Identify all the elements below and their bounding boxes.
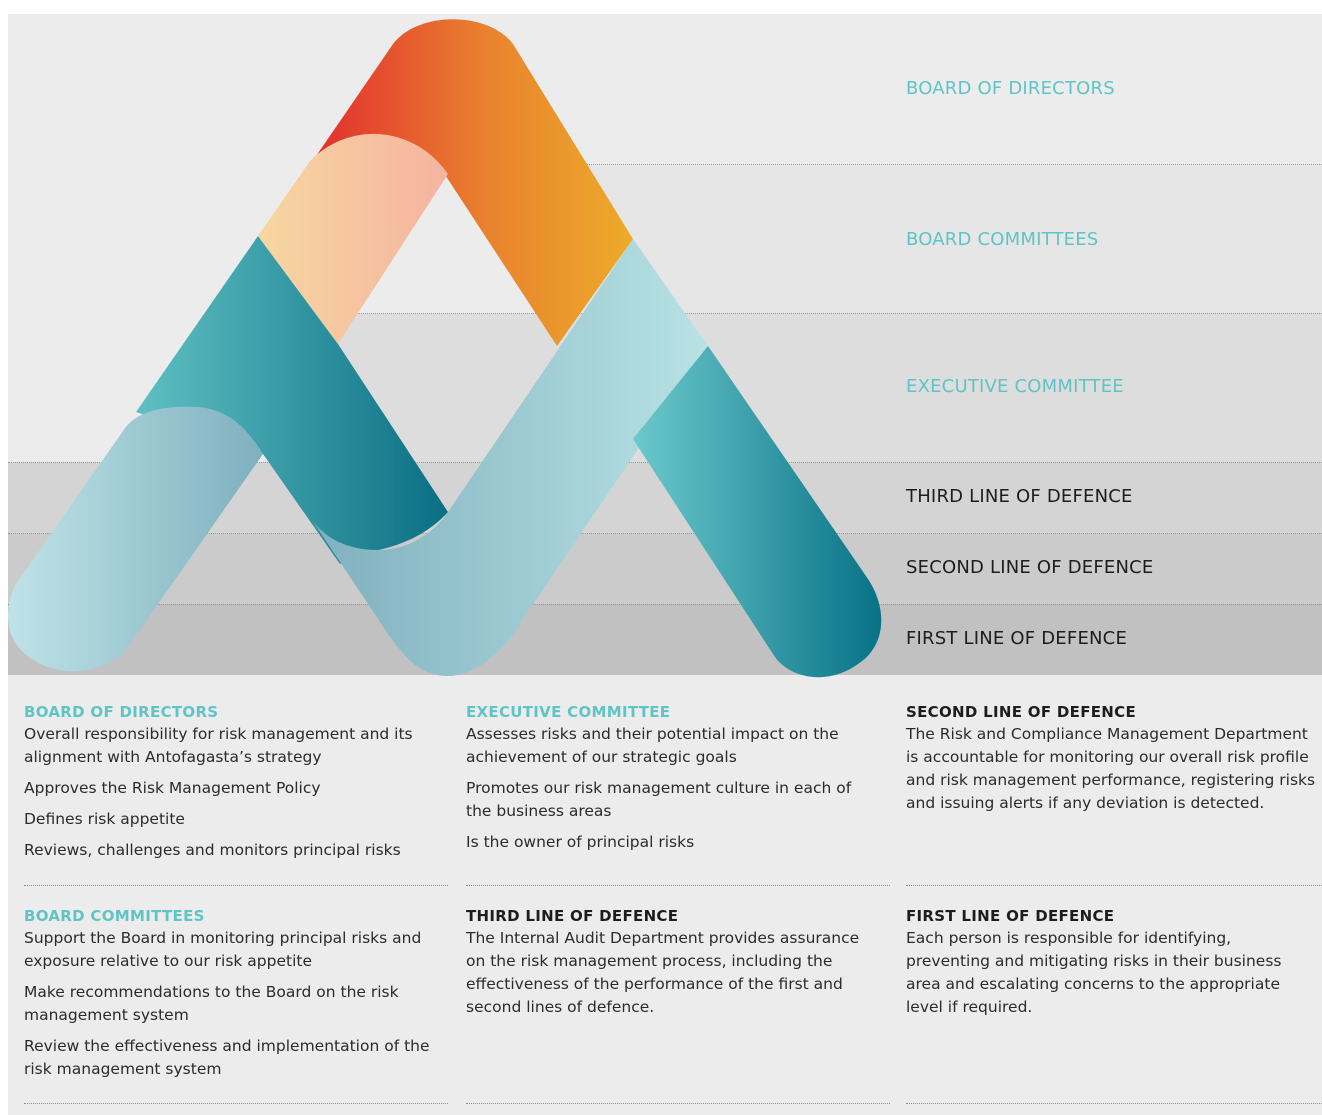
executive-committee-item: Promotes our risk management culture in …: [466, 779, 852, 820]
tier-divider: [338, 313, 1322, 314]
tier-label-board-committees: BOARD COMMITTEES: [906, 229, 1099, 250]
antofagasta-logo-mark: [8, 19, 882, 678]
board-committees-item: Review the effectiveness and implementat…: [24, 1037, 430, 1078]
logo-stroke-red-orange: [312, 19, 633, 346]
logo-stroke-light-middle: [308, 239, 708, 676]
board-committees-title: BOARD COMMITTEES: [24, 907, 205, 925]
board-of-directors-block: BOARD OF DIRECTORS Overall responsibilit…: [24, 703, 434, 870]
second-line-text: The Risk and Compliance Management Depar…: [906, 725, 1316, 812]
divider: [906, 1103, 1322, 1104]
divider: [24, 1103, 448, 1104]
board-of-directors-item: Reviews, challenges and monitors princip…: [24, 841, 401, 859]
tier-label-second-line: SECOND LINE OF DEFENCE: [906, 557, 1154, 578]
board-committees-item: Make recommendations to the Board on the…: [24, 983, 399, 1024]
divider: [466, 885, 890, 886]
logo-stroke-teal-left: [136, 236, 448, 564]
third-line-title: THIRD LINE OF DEFENCE: [466, 907, 679, 925]
divider: [24, 885, 448, 886]
logo-stroke-peach: [258, 133, 448, 344]
board-of-directors-item: Approves the Risk Management Policy: [24, 779, 321, 797]
executive-committee-item: Assesses risks and their potential impac…: [466, 725, 839, 766]
tier-label-first-line: FIRST LINE OF DEFENCE: [906, 628, 1128, 649]
band-first-line: [8, 604, 1322, 675]
executive-committee-item: Is the owner of principal risks: [466, 833, 695, 851]
board-of-directors-item: Overall responsibility for risk manageme…: [24, 725, 413, 766]
logo-stroke-light-left: [8, 406, 263, 672]
third-line-text: The Internal Audit Department provides a…: [466, 929, 860, 1016]
second-line-block: SECOND LINE OF DEFENCE The Risk and Comp…: [906, 703, 1316, 823]
tier-divider: [583, 164, 1322, 165]
band-second-line: [8, 533, 1322, 604]
first-line-block: FIRST LINE OF DEFENCE Each person is res…: [906, 907, 1316, 1027]
second-line-title: SECOND LINE OF DEFENCE: [906, 703, 1137, 721]
executive-committee-block: EXECUTIVE COMMITTEE Assesses risks and t…: [466, 703, 876, 862]
tier-label-executive-committee: EXECUTIVE COMMITTEE: [906, 376, 1124, 397]
logo-stroke-teal-right: [633, 346, 882, 678]
first-line-text: Each person is responsible for identifyi…: [906, 929, 1282, 1016]
board-committees-block: BOARD COMMITTEES Support the Board in mo…: [24, 907, 434, 1089]
divider: [466, 1103, 890, 1104]
band-board-committees: [583, 164, 1322, 313]
tier-label-board-of-directors: BOARD OF DIRECTORS: [906, 78, 1115, 99]
tier-divider: [8, 533, 1322, 534]
tier-label-third-line: THIRD LINE OF DEFENCE: [906, 486, 1133, 507]
divider: [906, 885, 1322, 886]
board-committees-item: Support the Board in monitoring principa…: [24, 929, 422, 970]
board-of-directors-title: BOARD OF DIRECTORS: [24, 703, 219, 721]
tier-divider: [8, 604, 1322, 605]
first-line-title: FIRST LINE OF DEFENCE: [906, 907, 1115, 925]
third-line-block: THIRD LINE OF DEFENCE The Internal Audit…: [466, 907, 876, 1027]
executive-committee-title: EXECUTIVE COMMITTEE: [466, 703, 671, 721]
board-of-directors-item: Defines risk appetite: [24, 810, 185, 828]
risk-governance-diagram: BOARD OF DIRECTORS BOARD COMMITTEES EXEC…: [8, 14, 1322, 1115]
